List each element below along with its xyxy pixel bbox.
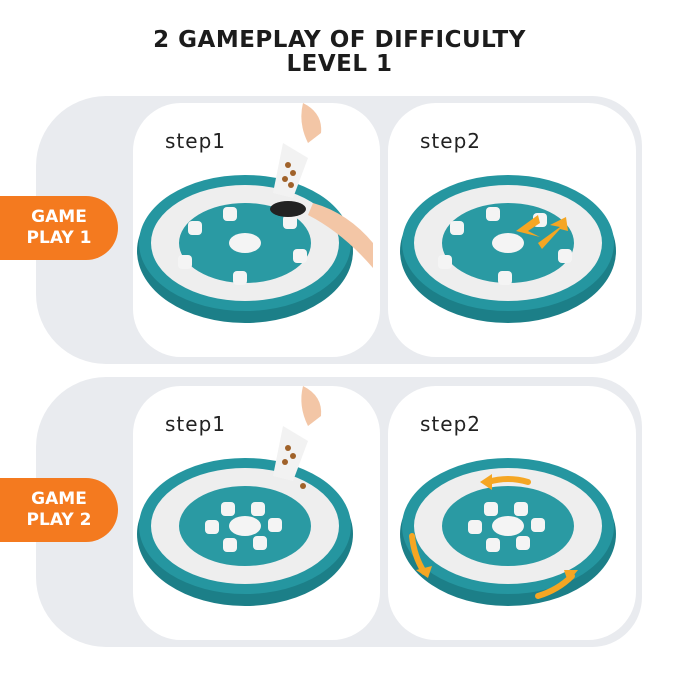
gameplay-2-step2-card: step2 bbox=[388, 386, 636, 640]
page-title: 2 GAMEPLAY OF DIFFICULTY LEVEL 1 bbox=[0, 28, 679, 76]
gameplay-1-badge: GAME PLAY 1 bbox=[0, 196, 118, 260]
feeder-toy-illustration bbox=[137, 103, 373, 323]
feeder-toy-illustration bbox=[137, 386, 353, 606]
badge-line-2: PLAY 2 bbox=[26, 510, 92, 530]
badge-line-1: GAME bbox=[31, 489, 87, 509]
step-label: step1 bbox=[165, 412, 226, 436]
gameplay-2-badge: GAME PLAY 2 bbox=[0, 478, 118, 542]
feeder-toy-illustration bbox=[400, 175, 616, 323]
step-label: step2 bbox=[420, 129, 481, 153]
title-line-2: LEVEL 1 bbox=[286, 51, 393, 77]
feeder-toy-illustration bbox=[400, 458, 616, 606]
gameplay-2-step1-card: step1 bbox=[133, 386, 380, 640]
gameplay-1-step1-card: step1 bbox=[133, 103, 380, 357]
step-label: step1 bbox=[165, 129, 226, 153]
badge-line-2: PLAY 1 bbox=[26, 228, 92, 248]
step-label: step2 bbox=[420, 412, 481, 436]
slide-arrow-icon bbox=[516, 215, 568, 249]
title-line-1: 2 GAMEPLAY OF DIFFICULTY bbox=[153, 27, 526, 53]
badge-line-1: GAME bbox=[31, 207, 87, 227]
gameplay-1-step2-card: step2 bbox=[388, 103, 636, 357]
